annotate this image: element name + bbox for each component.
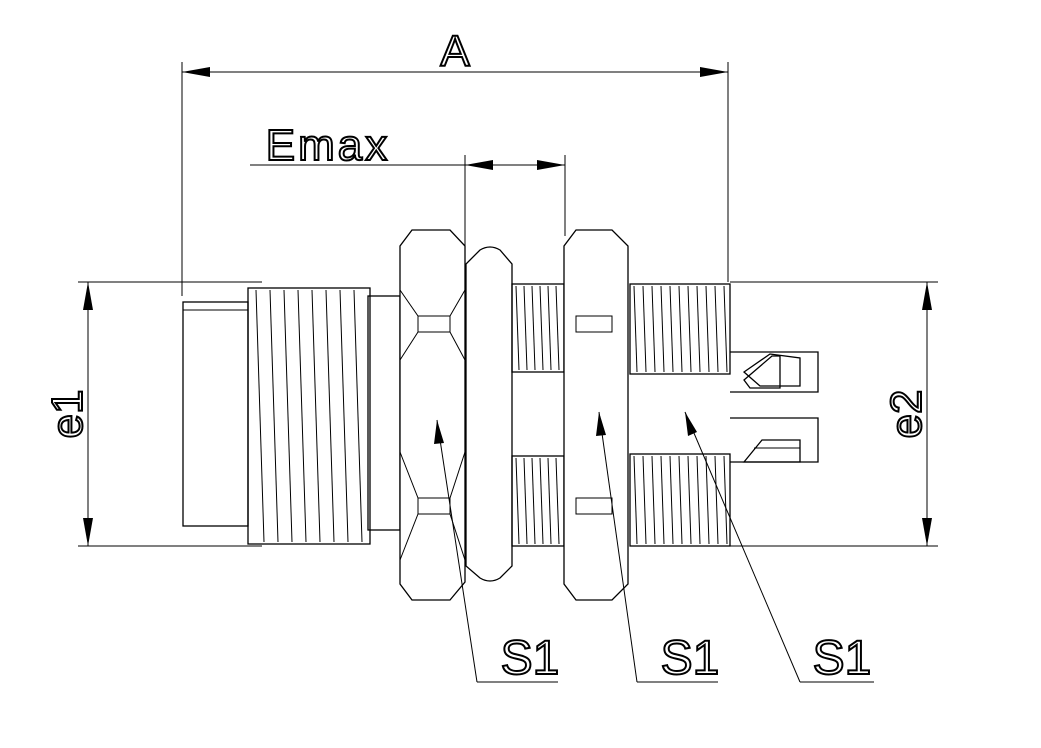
thread-line [555, 285, 560, 371]
thread-line [714, 455, 719, 545]
thread-line [642, 455, 647, 545]
thread-line [515, 457, 520, 545]
thread-line [705, 455, 710, 545]
arrow-head [434, 420, 444, 444]
arrow-head [83, 518, 93, 546]
callout-1: S1 [434, 419, 560, 686]
thread-line [678, 455, 683, 545]
arrow-head [465, 160, 493, 170]
callout-2: S1 [596, 411, 720, 686]
thread-line [353, 289, 363, 543]
arrow-head [83, 282, 93, 310]
thread-line [539, 457, 544, 545]
thread-line [633, 285, 638, 373]
thread-line [547, 457, 552, 545]
thread-line [633, 455, 638, 545]
hex-nut-rear [563, 229, 629, 601]
dimension-e1: e1 [42, 281, 262, 547]
dimension-emax: Emax [250, 120, 566, 248]
thread-line [660, 455, 665, 545]
arrow-head [922, 518, 932, 546]
arrow-head [700, 67, 728, 77]
callout-2-label: S1 [661, 632, 720, 685]
thread-line [714, 285, 719, 373]
thread-line [297, 289, 307, 543]
dimension-e2: e2 [730, 281, 938, 547]
thread-line [325, 289, 335, 543]
thread-line [283, 289, 293, 543]
dimension-emax-label: Emax [266, 121, 390, 170]
thread-line [339, 289, 349, 543]
thread-line [311, 289, 321, 543]
thread-line [547, 285, 552, 371]
arrow-head [685, 412, 697, 436]
thread-line [687, 455, 692, 545]
dimension-a: A [181, 26, 729, 296]
thread-line [705, 285, 710, 373]
thread-line [555, 457, 560, 545]
thread-line [539, 285, 544, 371]
thread-line [660, 285, 665, 373]
connector-body [182, 229, 819, 601]
thread-line [531, 285, 536, 371]
thread-line [523, 285, 528, 371]
hex-nut-front [399, 229, 466, 601]
thread-line [255, 289, 265, 543]
thread-line [669, 455, 674, 545]
callout-3: S1 [684, 411, 874, 686]
thread-line [723, 285, 728, 373]
arrow-head [182, 67, 210, 77]
thread-line [696, 285, 701, 373]
arrow-head [922, 282, 932, 310]
arrow-head [596, 412, 606, 436]
rear-cap [182, 301, 249, 527]
contact-pins [730, 351, 819, 463]
middle-thread [511, 283, 565, 547]
thread-line [642, 285, 647, 373]
washer [465, 246, 513, 582]
dimension-e2-label: e2 [882, 390, 931, 439]
thread-line [687, 285, 692, 373]
thread-line [651, 455, 656, 545]
neck [367, 295, 401, 531]
thread-line [678, 285, 683, 373]
thread-line [269, 289, 279, 543]
callout-3-label: S1 [813, 632, 872, 685]
thread-line [523, 457, 528, 545]
thread-line [669, 285, 674, 373]
thread-line [723, 455, 728, 545]
thread-line [531, 457, 536, 545]
dimension-a-label: A [440, 27, 470, 76]
arrow-head [537, 160, 565, 170]
rear-thread [247, 287, 371, 545]
thread-line [696, 455, 701, 545]
front-thread [629, 283, 731, 547]
dimension-e1-label: e1 [43, 390, 92, 439]
callout-1-label: S1 [501, 632, 560, 685]
thread-line [651, 285, 656, 373]
thread-line [515, 285, 520, 371]
